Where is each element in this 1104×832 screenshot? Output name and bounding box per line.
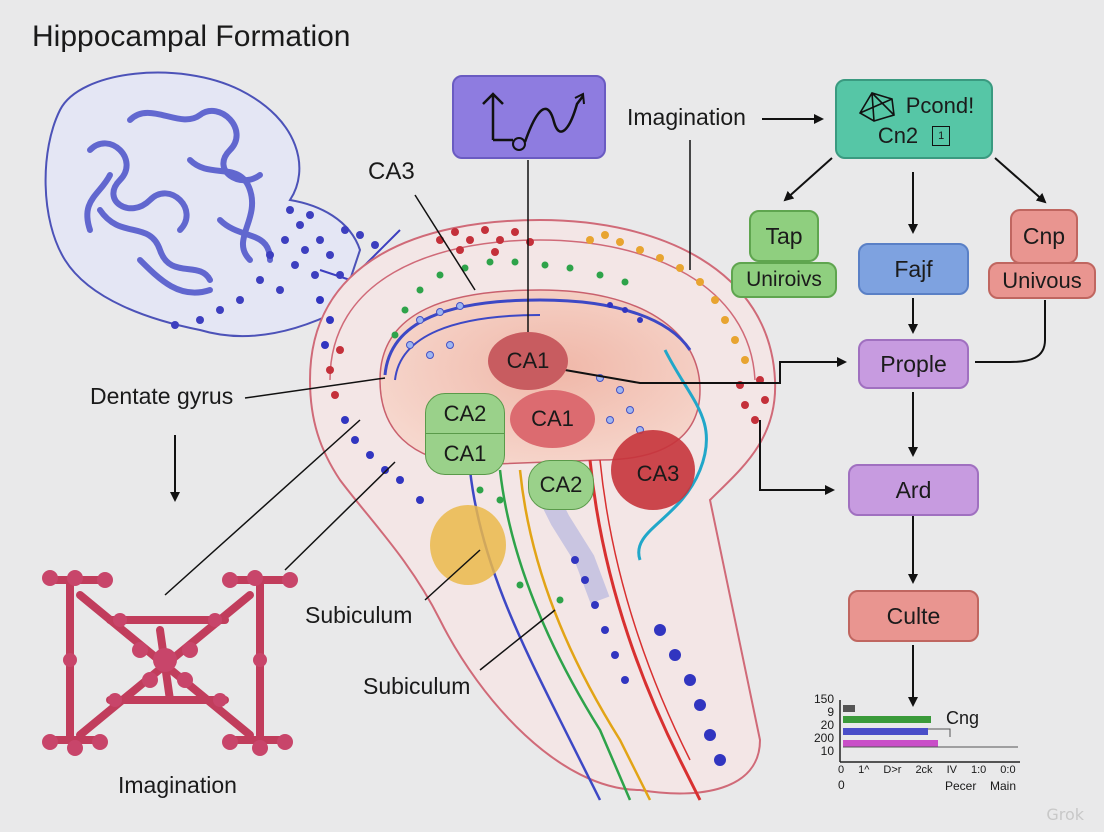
chart-y-label: 10 xyxy=(820,744,834,758)
node-culte: Culte xyxy=(848,590,979,642)
chart-bar-2 xyxy=(843,716,931,723)
chart-bar-3 xyxy=(843,728,928,735)
region-ca1-left: CA1 xyxy=(425,433,505,475)
node-pcond-line1: Pcond! xyxy=(905,93,975,118)
signal-wave-icon xyxy=(482,92,585,151)
node-pcond-line2: Cn2 xyxy=(877,123,919,148)
node-pcond-badge: 1 xyxy=(932,126,951,146)
node-uniroivs: Uniroivs xyxy=(731,262,837,298)
imagination-top-label: Imagination xyxy=(627,104,746,130)
flow-arrows xyxy=(170,114,1047,707)
polyhedron-icon xyxy=(858,92,895,122)
chart-y-labels: 150 9 20 200 10 xyxy=(812,693,834,758)
region-ca2-lower: CA2 xyxy=(528,460,594,510)
chart-x-label: 0:0 xyxy=(1000,764,1016,776)
node-fajf: Fajf xyxy=(858,243,969,295)
region-ca3-right: CA3 xyxy=(636,461,680,486)
imagination-bottom-label: Imagination xyxy=(118,772,237,798)
node-tap: Tap xyxy=(749,210,819,262)
hippocampus-section xyxy=(308,218,777,801)
chart-x-label: 2ck xyxy=(915,764,933,776)
watermark: Grok xyxy=(1046,805,1084,824)
chart-y-label: 9 xyxy=(827,705,834,719)
chart-bar-1 xyxy=(843,705,855,712)
region-ca2-left: CA2 xyxy=(425,393,505,435)
chart-y-label: 200 xyxy=(813,731,834,745)
node-ard: Ard xyxy=(848,464,979,516)
region-ca1-middle: CA1 xyxy=(510,390,595,448)
signal-box xyxy=(452,75,606,159)
chart-bar-4 xyxy=(843,740,938,747)
dentate-gyrus-label: Dentate gyrus xyxy=(90,383,234,409)
leader-lines xyxy=(164,140,691,671)
subiculum-label-1: Subiculum xyxy=(305,602,413,628)
diagram-title: Hippocampal Formation xyxy=(32,20,351,53)
region-ca1-upper: CA1 xyxy=(488,332,568,390)
chart-x-label: IV xyxy=(946,764,957,776)
chart-footer-left: Pecer xyxy=(945,779,977,793)
chart-y-label: 150 xyxy=(813,692,834,706)
chart-footer-right: Main xyxy=(990,779,1017,793)
chart-x-label: 0 xyxy=(838,764,845,776)
chart-x-label: D>r xyxy=(883,764,902,776)
mini-chart xyxy=(839,700,1020,763)
ca3-label: CA3 xyxy=(368,158,415,185)
chart-x-label: 1:0 xyxy=(970,764,987,776)
node-prople: Prople xyxy=(858,339,969,389)
node-univous: Univous xyxy=(988,262,1096,299)
dentate-neuron-illustration xyxy=(44,71,401,338)
chart-x-origin: 0 xyxy=(838,778,845,792)
subiculum-label-2: Subiculum xyxy=(363,673,471,699)
chart-y-label: 20 xyxy=(820,718,834,732)
chart-x-labels: 0 1^ D>r 2ck IV 1:0 0:0 xyxy=(838,764,1016,776)
chart-legend: Cng xyxy=(946,708,980,728)
node-cnp: Cnp xyxy=(1010,209,1078,264)
chart-x-label: 1^ xyxy=(858,764,870,776)
node-pcond: Pcond! Cn2 1 xyxy=(835,79,993,159)
